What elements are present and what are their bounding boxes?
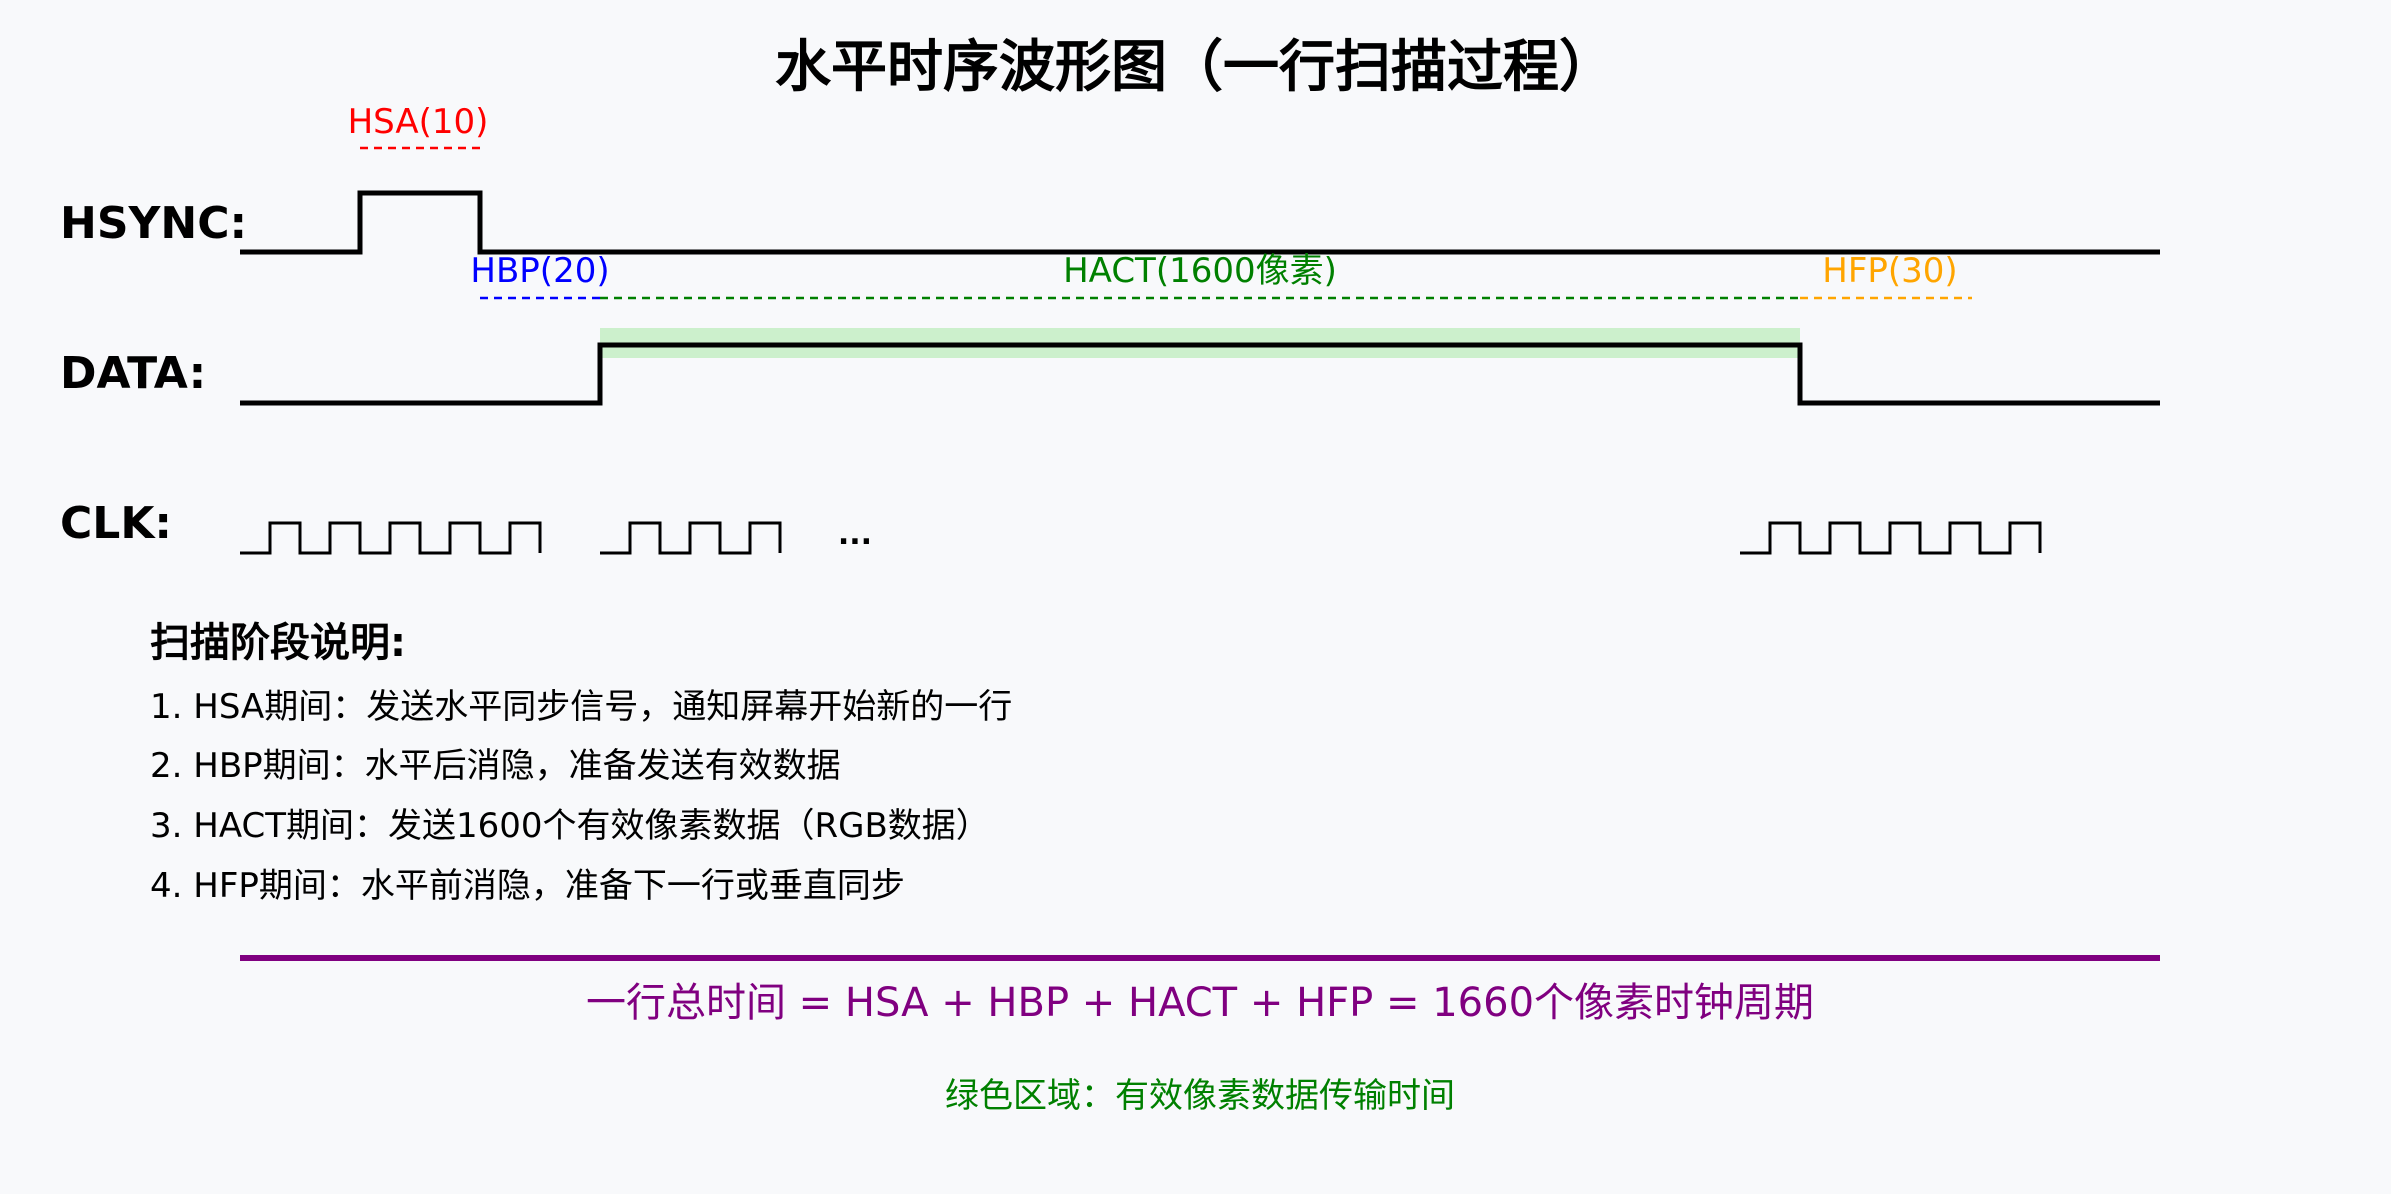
clk-label: CLK:	[60, 498, 172, 549]
note-item-1: 1. HSA期间：发送水平同步信号，通知屏幕开始新的一行	[150, 687, 1012, 727]
note-item-3: 3. HACT期间：发送1600个有效像素数据（RGB数据）	[150, 806, 990, 846]
hsa-segment-label: HSA(10)	[348, 102, 489, 142]
clk-waveform-hfp	[1740, 521, 2042, 555]
notes-title: 扫描阶段说明:	[150, 620, 406, 666]
note-item-4: 4. HFP期间：水平前消隐，准备下一行或垂直同步	[150, 866, 905, 906]
total-time-formula: 一行总时间 = HSA + HBP + HACT + HFP = 1660个像素…	[586, 980, 1814, 1026]
hfp-segment-label: HFP(30)	[1822, 251, 1957, 291]
hsync-waveform	[240, 190, 2160, 255]
hbp-segment-label: HBP(20)	[470, 251, 609, 291]
clk-waveform-hact	[600, 521, 782, 555]
data-waveform	[240, 342, 2160, 406]
clk-ellipsis: ...	[838, 517, 872, 552]
clk-waveform-hsa-hbp	[240, 521, 542, 555]
note-item-2: 2. HBP期间：水平后消隐，准备发送有效数据	[150, 746, 841, 786]
hact-segment-label: HACT(1600像素)	[1063, 251, 1337, 291]
data-label: DATA:	[60, 348, 206, 399]
diagram-title: 水平时序波形图（一行扫描过程）	[775, 35, 1615, 100]
hsync-label: HSYNC:	[60, 198, 247, 249]
green-region-note: 绿色区域：有效像素数据传输时间	[945, 1076, 1455, 1116]
